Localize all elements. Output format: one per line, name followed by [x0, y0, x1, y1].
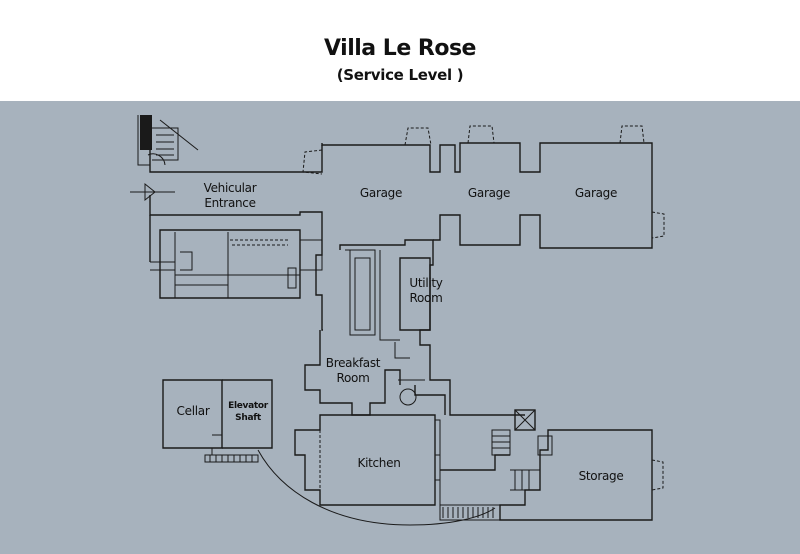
label-elevator-shaft-2: Shaft	[235, 413, 262, 423]
label-kitchen: Kitchen	[358, 456, 401, 470]
service-wing	[150, 229, 323, 299]
label-storage: Storage	[579, 469, 624, 483]
label-vehicular-entrance-2: Entrance	[204, 196, 255, 210]
kitchen-area	[294, 414, 510, 521]
central-corridor	[315, 239, 525, 416]
cellar-block	[162, 379, 496, 526]
garage-block	[302, 125, 665, 249]
plan-subtitle: (Service Level )	[336, 66, 464, 84]
label-elevator-shaft-1: Elevator	[228, 401, 269, 411]
label-breakfast-room-1: Breakfast	[326, 356, 381, 370]
breakfast-room	[304, 330, 446, 416]
label-utility-room-1: Utility	[409, 276, 442, 290]
label-garage-2: Garage	[468, 186, 510, 200]
label-garage-1: Garage	[360, 186, 402, 200]
label-vehicular-entrance-1: Vehicular	[204, 181, 257, 195]
label-garage-3: Garage	[575, 186, 617, 200]
label-breakfast-room-2: Room	[337, 371, 370, 385]
header: Villa Le Rose (Service Level )	[0, 0, 800, 101]
vehicular-entrance-area	[130, 115, 323, 262]
label-utility-room-2: Room	[410, 291, 443, 305]
label-cellar: Cellar	[177, 404, 210, 418]
plan-title: Villa Le Rose	[324, 36, 476, 61]
storage-room	[499, 429, 664, 521]
